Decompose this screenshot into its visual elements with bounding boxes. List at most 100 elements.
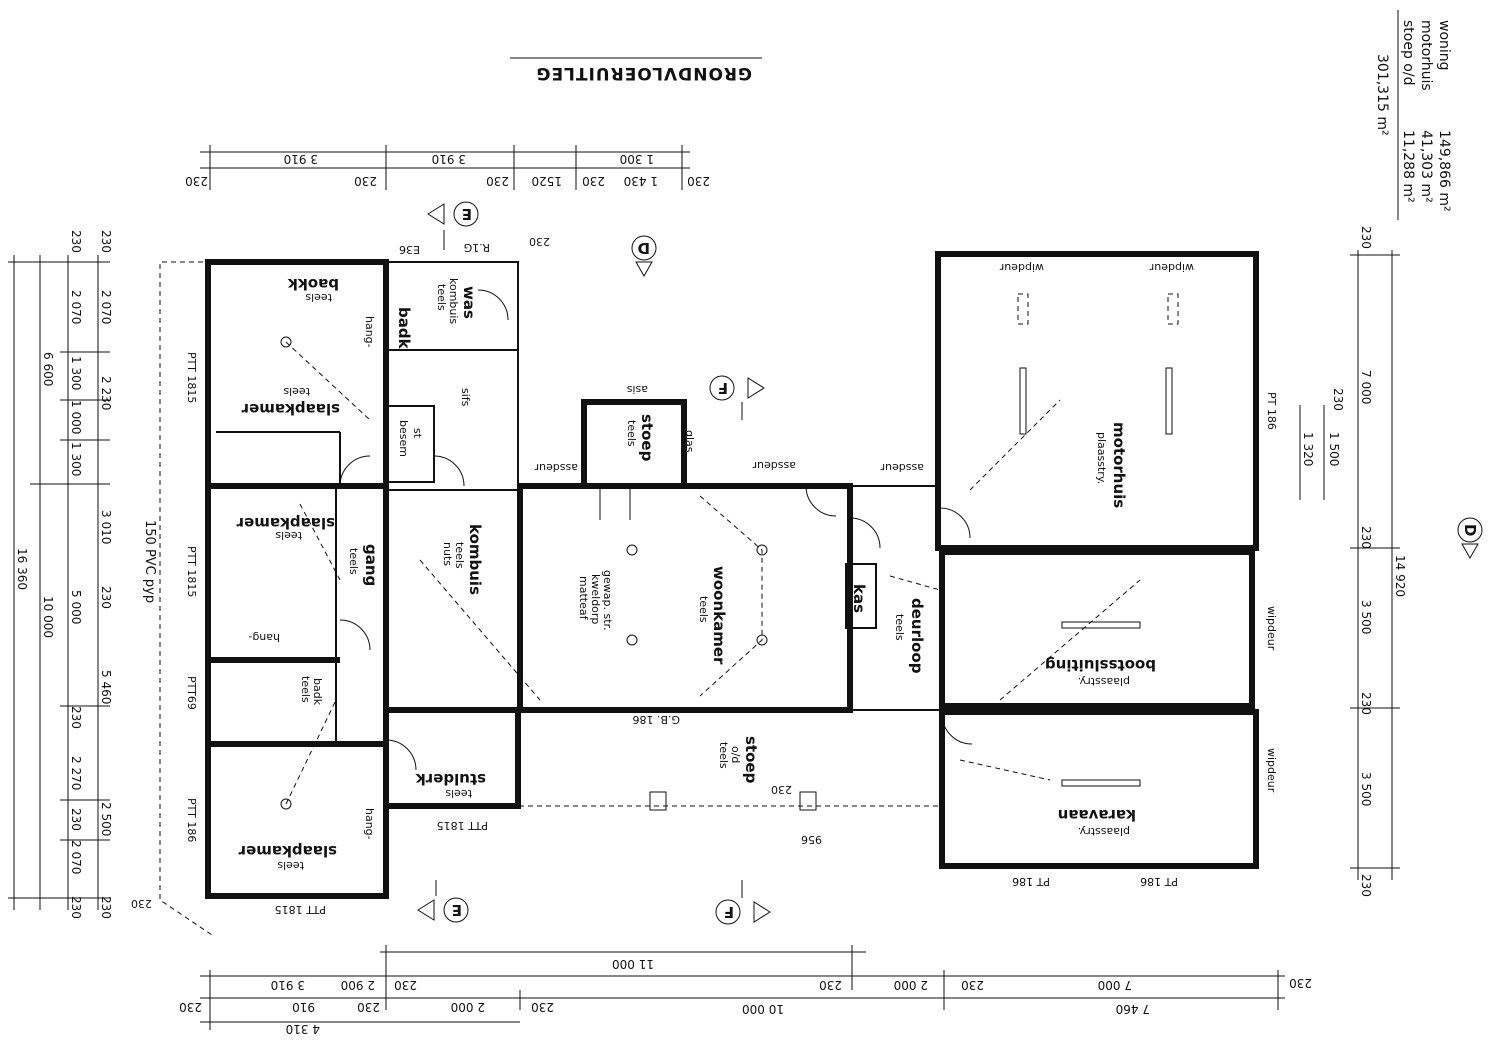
svg-text:hang-: hang- [248, 631, 280, 644]
room-kombuis: kombuis [466, 524, 484, 595]
svg-text:teels: teels [277, 859, 304, 872]
room-labels: slaapkamer teels baokk teels slaapkamer … [236, 275, 1156, 872]
svg-text:3 500: 3 500 [1359, 600, 1373, 634]
svg-text:hang-: hang- [363, 808, 376, 840]
room-motorhuis: motorhuis [1110, 422, 1128, 508]
svg-text:teels: teels [445, 787, 472, 800]
svg-text:230: 230 [1359, 226, 1373, 249]
right-dimensions: 230 7 000 230 3 500 230 3 500 230 14 920… [1299, 226, 1407, 897]
svg-text:o/d: o/d [729, 746, 742, 763]
svg-text:910: 910 [292, 1000, 315, 1014]
svg-text:teels: teels [625, 420, 638, 447]
svg-text:3 500: 3 500 [1359, 772, 1373, 806]
svg-text:16 360: 16 360 [15, 548, 29, 590]
svg-text:230: 230 [819, 978, 842, 992]
svg-text:230: 230 [179, 1000, 202, 1014]
svg-text:2 000: 2 000 [451, 1000, 485, 1014]
left-dimensions: 16 360 6 600 10 000 230 230 2 070 1 300 … [8, 230, 113, 919]
svg-text:3 910: 3 910 [271, 978, 305, 992]
svg-text:2 070: 2 070 [69, 290, 83, 324]
svg-text:230: 230 [1359, 692, 1373, 715]
section-marker-e-bottom: E [417, 880, 469, 923]
svg-text:230: 230 [1289, 976, 1312, 990]
svg-text:E: E [462, 205, 472, 223]
svg-text:kombuis: kombuis [447, 278, 460, 324]
svg-text:2 070: 2 070 [99, 290, 113, 324]
svg-text:230: 230 [1331, 388, 1345, 411]
svg-text:11 000: 11 000 [612, 957, 654, 971]
section-marker-f-top: F [709, 375, 765, 420]
svg-text:wipdeur: wipdeur [1265, 606, 1278, 651]
room-slaapkamer-3: slaapkamer [238, 842, 337, 860]
svg-text:glas: glas [683, 430, 696, 453]
svg-text:230: 230 [582, 174, 605, 188]
svg-text:956: 956 [801, 833, 822, 846]
svg-text:PTT 1815: PTT 1815 [185, 546, 198, 597]
svg-text:PTT69: PTT69 [185, 676, 198, 710]
room-sifs: sifs [459, 388, 472, 407]
room-studerk: stulderk [415, 770, 486, 788]
svg-text:230: 230 [185, 174, 208, 188]
svg-text:plaasstry.: plaasstry. [1095, 432, 1108, 484]
svg-text:wipdeur: wipdeur [1265, 748, 1278, 793]
pvc-pipe-label: 150 PVC pyp [142, 520, 157, 603]
room-gang: gang [362, 544, 380, 586]
svg-text:PTT 1815: PTT 1815 [275, 903, 326, 916]
svg-text:3 910: 3 910 [432, 152, 466, 166]
room-was: was [460, 286, 478, 319]
svg-text:230: 230 [531, 1000, 554, 1014]
svg-text:plaasstry.: plaasstry. [1078, 825, 1130, 838]
svg-text:G.B. 186: G.B. 186 [632, 713, 680, 726]
section-marker-d-right: D [1457, 517, 1483, 560]
garage-walls [935, 251, 1259, 869]
bottom-dimensions: 11 000 3 910 2 900 230 230 2 000 230 7 0… [179, 945, 1312, 1036]
stoep-od-outline [519, 709, 943, 807]
svg-text:assdeur: assdeur [752, 459, 796, 472]
area-label-woning: woning [1436, 20, 1452, 71]
area-label-motorhuis: motorhuis [1418, 20, 1434, 91]
svg-text:assdeur: assdeur [534, 461, 578, 474]
top-dimensions: 3 910 3 910 1 300 230 230 230 1520 230 1… [185, 145, 710, 190]
svg-text:230: 230 [687, 174, 710, 188]
svg-text:2 070: 2 070 [69, 840, 83, 874]
svg-text:1 000: 1 000 [69, 400, 83, 434]
svg-text:230: 230 [99, 896, 113, 919]
svg-text:teels: teels [717, 742, 730, 769]
svg-text:D: D [1461, 524, 1479, 536]
svg-text:2 500: 2 500 [99, 802, 113, 836]
area-total: 301,315 m² [1374, 54, 1390, 136]
svg-text:assdeur: assdeur [880, 461, 924, 474]
svg-text:hang-: hang- [363, 316, 376, 348]
room-st-besem: st [411, 428, 424, 439]
opening-labels: wipdeur wipdeur wipdeur wipdeur assdeur … [131, 235, 1278, 916]
section-marker-e-top: E [427, 201, 479, 250]
section-marker-f-bottom: F [715, 880, 771, 925]
svg-text:PTT 186: PTT 186 [185, 798, 198, 842]
room-bootssluiting: bootssluiting [1045, 656, 1156, 674]
svg-text:2 270: 2 270 [69, 756, 83, 790]
svg-text:gewap. str.: gewap. str. [601, 570, 614, 631]
svg-text:7 460: 7 460 [1116, 1002, 1150, 1016]
svg-text:230: 230 [131, 897, 152, 910]
room-woonkamer: woonkamer [710, 566, 728, 665]
section-markers: E E F F D D [417, 201, 1483, 925]
electrical-circuits [280, 336, 1141, 810]
svg-text:1520: 1520 [531, 174, 562, 188]
plan-title: GRONDVLOERUITLEG [536, 63, 753, 83]
area-value-stoep: 11,288 m² [1400, 130, 1416, 203]
svg-text:5 000: 5 000 [69, 590, 83, 624]
svg-text:teels: teels [305, 291, 332, 304]
svg-text:besem: besem [397, 420, 410, 457]
house-walls [205, 259, 941, 899]
svg-text:1 320: 1 320 [1301, 432, 1315, 466]
svg-text:wipdeur: wipdeur [999, 261, 1044, 274]
svg-text:230: 230 [69, 230, 83, 253]
svg-text:230: 230 [69, 808, 83, 831]
svg-text:230: 230 [486, 174, 509, 188]
plan-title-group: GRONDVLOERUITLEG [536, 63, 753, 83]
room-karavaan: karavaan [1058, 806, 1136, 824]
room-kas: kas [850, 584, 868, 613]
svg-text:asis: asis [626, 383, 648, 396]
svg-text:R.1G: R.1G [464, 241, 490, 254]
